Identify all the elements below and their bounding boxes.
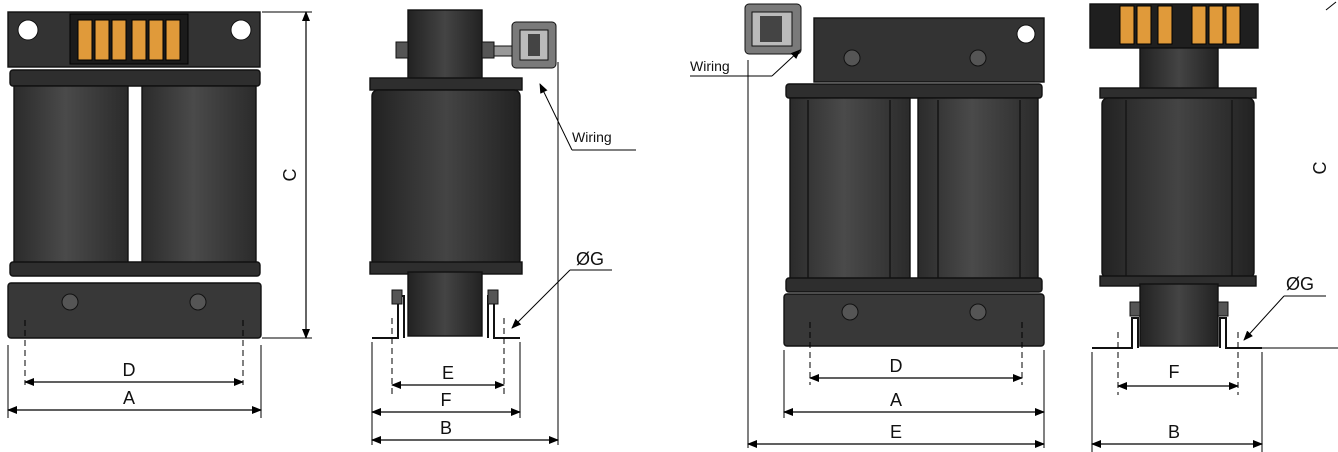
dim-e-label: E — [442, 363, 454, 383]
dim-d-label: D — [890, 356, 903, 376]
bolt-icon — [969, 303, 987, 321]
dim-c-label: C — [280, 169, 300, 182]
wiring-terminal-icon — [493, 21, 557, 69]
bottom-clamp — [9, 261, 261, 277]
view-3-front: D A E Wiring — [690, 3, 1045, 448]
mounting-hole — [230, 19, 252, 41]
dim-c-label: C — [1310, 162, 1330, 175]
dim-b-label: B — [1168, 422, 1180, 442]
mounting-hole — [1016, 24, 1036, 44]
side-coil — [371, 89, 521, 267]
dim-a-label: A — [890, 390, 902, 410]
dim-b-label: B — [440, 418, 452, 438]
dim-g-label: ØG — [1286, 274, 1314, 294]
view-2-side: E F B Wiring ØG — [369, 9, 636, 445]
coil-right — [141, 85, 257, 267]
wiring-label: Wiring — [572, 129, 612, 145]
bolt-icon — [969, 49, 987, 67]
base-plate — [783, 293, 1045, 347]
dim-f-label: F — [1169, 362, 1180, 382]
lower-core — [407, 271, 483, 337]
terminal-block-icon — [69, 13, 189, 65]
upper-core — [1139, 47, 1219, 93]
top-bracket — [813, 17, 1045, 83]
dim-d-label: D — [123, 360, 136, 380]
bolt-icon — [61, 293, 79, 311]
mounting-hole — [17, 19, 39, 41]
dim-a-label: A — [123, 388, 135, 408]
top-clamp — [785, 83, 1043, 99]
view-4-side: F B C ØG — [1089, 1, 1338, 452]
dim-e-label: E — [890, 422, 902, 442]
dim-f-label: F — [441, 390, 452, 410]
terminal-block-icon — [1119, 5, 1241, 45]
wiring-label: Wiring — [690, 58, 730, 74]
coil-left — [13, 85, 129, 267]
top-clamp — [9, 69, 261, 87]
view-1-front: D A C — [7, 11, 312, 418]
bolt-icon — [841, 303, 859, 321]
base-plate — [7, 282, 262, 339]
dim-g-label: ØG — [576, 249, 604, 269]
lower-core — [1139, 283, 1219, 347]
bolt-icon — [843, 49, 861, 67]
bottom-clamp — [785, 277, 1043, 293]
bolt-icon — [189, 293, 207, 311]
upper-core — [407, 9, 483, 87]
wiring-terminal-icon — [744, 3, 802, 55]
